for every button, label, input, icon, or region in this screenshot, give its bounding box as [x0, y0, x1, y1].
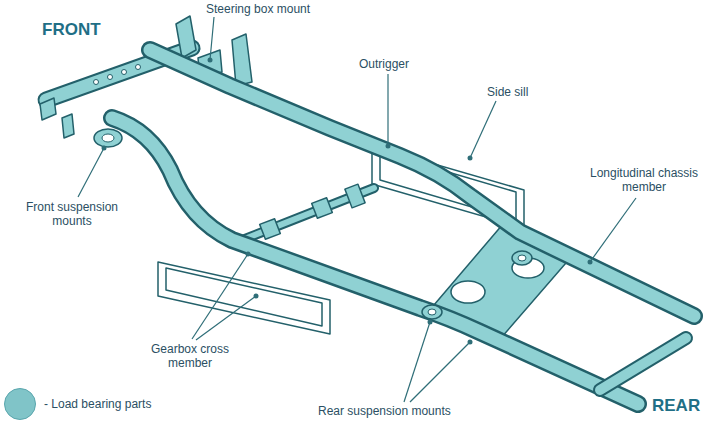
rear-suspension-mount [512, 251, 532, 265]
leader-dot [468, 340, 473, 345]
mount-hole [518, 255, 526, 261]
part-label: Outrigger [359, 57, 409, 71]
part-label: Longitudinal chassis member [582, 166, 706, 194]
leader-line [410, 342, 470, 402]
part-label: Rear suspension mounts [318, 404, 451, 418]
hole [136, 65, 141, 70]
hole [108, 75, 113, 80]
plate-hole [451, 281, 485, 303]
leader-line [78, 148, 104, 197]
steering-box-mount [232, 34, 252, 86]
rear-crossmember [600, 338, 686, 390]
front-suspension-mount [94, 129, 122, 147]
leader-dot [386, 144, 391, 149]
leader-dot [428, 320, 433, 325]
leader-dot [588, 260, 593, 265]
part-label: Gearbox cross member [138, 342, 242, 370]
leader-line [192, 254, 248, 339]
side-sill-inner [166, 268, 322, 326]
leader-dot [254, 294, 259, 299]
legend-label: - Load bearing parts [44, 397, 151, 411]
longitudinal-rail [150, 50, 694, 316]
leader-dot [246, 252, 251, 257]
hole [94, 80, 99, 85]
part-label: Front suspension mounts [16, 200, 128, 228]
legend-swatch [4, 388, 36, 420]
longitudinal-rail [112, 118, 638, 404]
leader-dot [468, 156, 473, 161]
steering-box-mount [176, 16, 196, 58]
leader-line [590, 198, 636, 262]
longitudinal-rail [150, 50, 694, 316]
leader-line [470, 101, 496, 158]
longitudinal-rail [112, 118, 638, 404]
leader-line [196, 296, 256, 340]
mount-hole [428, 309, 436, 315]
heading-label: REAR [652, 396, 700, 416]
rear-suspension-mount [422, 305, 442, 319]
hole [122, 70, 127, 75]
bumper-bracket [40, 98, 56, 120]
leader-line [404, 322, 430, 402]
part-label: Steering box mount [206, 2, 310, 16]
leader-dot [208, 58, 213, 63]
part-label: Side sill [487, 85, 528, 99]
gearbox-mount [312, 198, 333, 219]
leader-line [210, 17, 214, 60]
gearbox-mount [260, 219, 281, 240]
bumper-bracket [62, 114, 74, 138]
heading-label: FRONT [42, 20, 101, 40]
gearbox-mount [345, 184, 365, 208]
mount-hole [102, 134, 114, 142]
leader-dot [102, 146, 107, 151]
leader-line [387, 74, 388, 146]
rear-crossmember [600, 338, 686, 390]
